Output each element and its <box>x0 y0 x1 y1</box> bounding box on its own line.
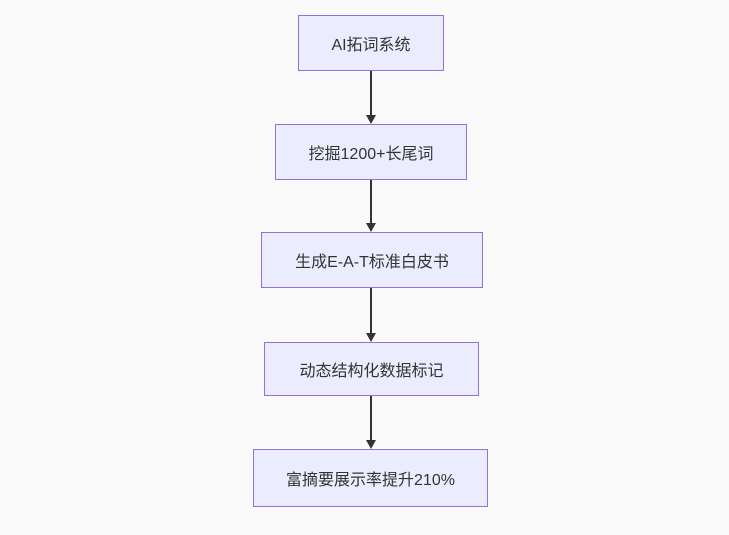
flow-node-rich-snippet-rate: 富摘要展示率提升210% <box>253 449 488 507</box>
flow-edge-3 <box>365 288 377 342</box>
arrow-line <box>370 71 372 116</box>
arrow-down-icon <box>366 440 376 449</box>
flow-node-label: 挖掘1200+长尾词 <box>308 146 434 163</box>
arrow-down-icon <box>366 333 376 342</box>
flow-edge-1 <box>365 71 377 124</box>
flow-node-label: 富摘要展示率提升210% <box>286 472 455 489</box>
flow-node-structured-data-markup: 动态结构化数据标记 <box>264 342 479 396</box>
arrow-line <box>370 396 372 441</box>
arrow-line <box>370 288 372 334</box>
flow-edge-2 <box>365 180 377 232</box>
arrow-down-icon <box>366 223 376 232</box>
arrow-line <box>370 180 372 224</box>
flow-node-label: AI拓词系统 <box>331 37 411 54</box>
flow-node-longtail-keywords: 挖掘1200+长尾词 <box>275 124 467 180</box>
arrow-down-icon <box>366 115 376 124</box>
flow-node-label: 生成E-A-T标准白皮书 <box>295 254 449 271</box>
flow-edge-4 <box>365 396 377 449</box>
flow-node-eat-whitepaper: 生成E-A-T标准白皮书 <box>261 232 483 288</box>
flow-node-label: 动态结构化数据标记 <box>299 363 444 380</box>
flow-node-ai-word-expansion-system: AI拓词系统 <box>298 15 444 71</box>
